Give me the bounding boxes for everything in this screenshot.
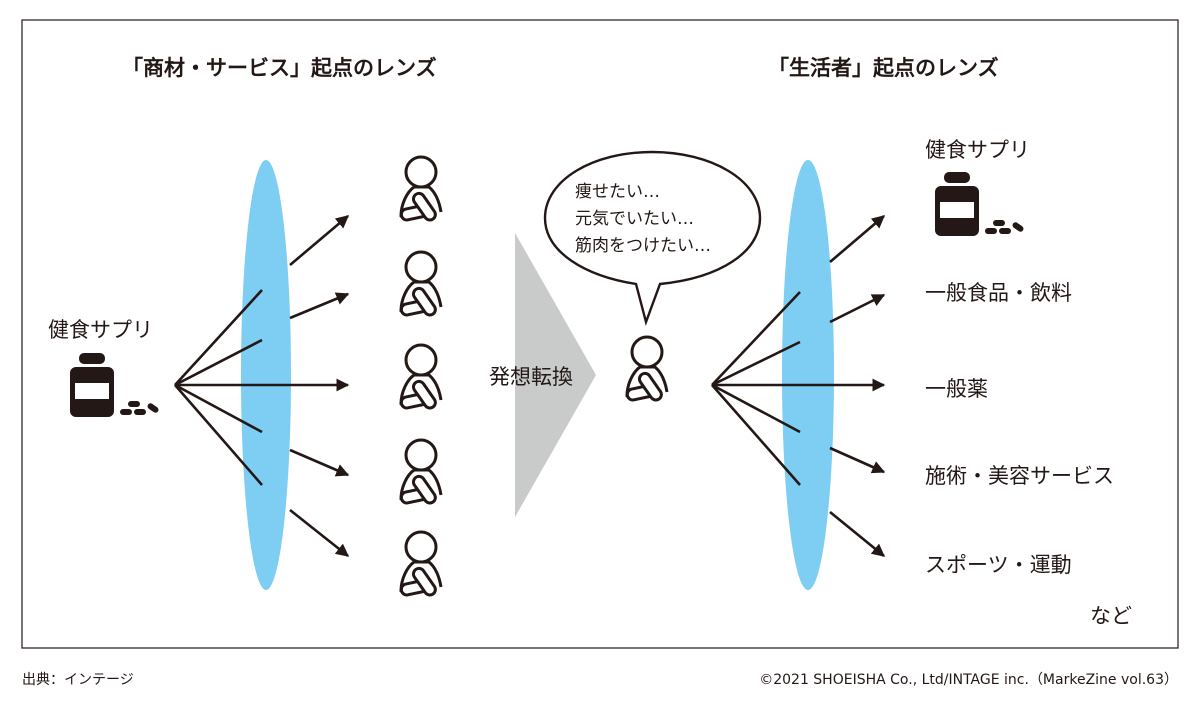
left-title: 「商材・サービス」起点のレンズ: [122, 56, 437, 80]
arrow: [711, 216, 884, 386]
transition-label: 発想転換: [489, 365, 573, 389]
arrow: [174, 294, 348, 387]
arrow: [711, 295, 884, 387]
left-product-label: 健食サプリ: [48, 318, 153, 342]
etc-label: など: [1090, 604, 1132, 628]
category-label: 健食サプリ: [925, 138, 1030, 162]
arrow: [711, 384, 884, 556]
category-label: スポーツ・運動: [925, 553, 1072, 577]
copyright-note: ©2021 SHOEISHA Co., Ltd/INTAGE inc.（Mark…: [759, 672, 1178, 688]
source-note: 出典：インテージ: [22, 672, 134, 688]
category-label: 一般食品・飲料: [925, 281, 1072, 305]
right-fan-arrows: [711, 216, 884, 556]
bubble-line: 痩せたい…: [575, 182, 660, 202]
right-lens: [782, 160, 834, 590]
left-fan-arrows: [174, 216, 348, 556]
category-label: 一般薬: [925, 377, 988, 401]
arrow: [174, 384, 348, 556]
arrow: [711, 383, 884, 472]
left-lens: [241, 160, 291, 590]
bubble-line: 元気でいたい…: [575, 209, 694, 229]
category-label: 施術・美容サービス: [925, 464, 1114, 488]
diagram-frame: [21, 19, 1179, 649]
arrow: [174, 383, 348, 475]
arrow: [174, 216, 348, 386]
transition-triangle: [515, 233, 596, 517]
speech-bubble: [543, 150, 762, 326]
right-title: 「生活者」起点のレンズ: [768, 56, 999, 80]
bubble-line: 筋肉をつけたい…: [575, 236, 711, 256]
